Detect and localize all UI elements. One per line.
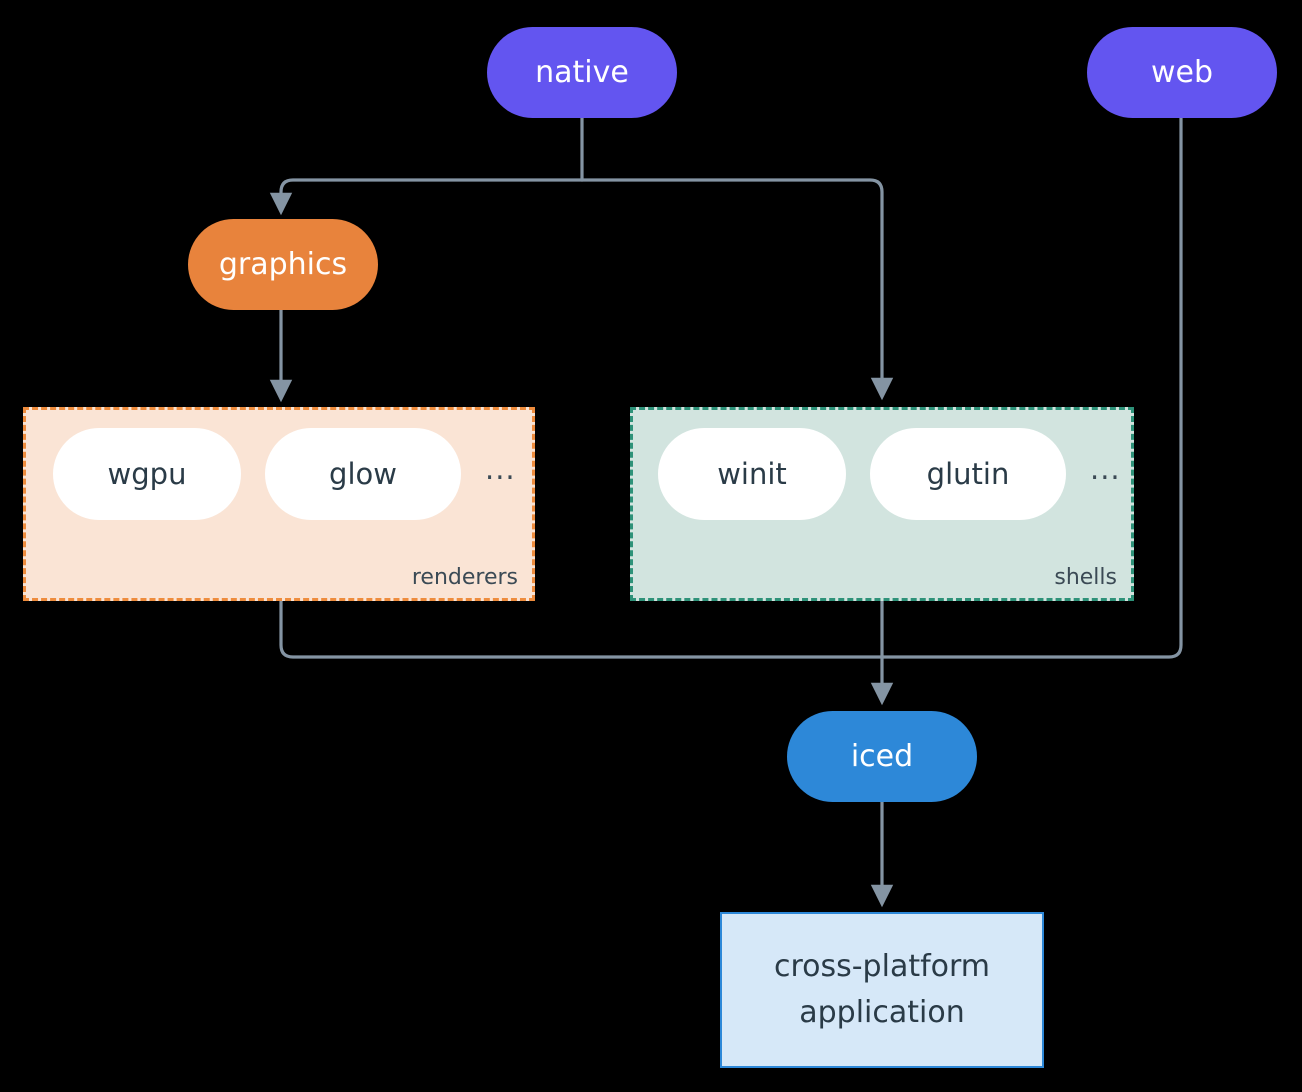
group-shells[interactable]: winit glutin ... shells bbox=[630, 407, 1134, 601]
application-label-line1: cross-platform bbox=[773, 948, 991, 984]
renderers-ellipsis: ... bbox=[485, 452, 516, 486]
chip-winit[interactable]: winit bbox=[658, 428, 846, 520]
node-iced[interactable]: iced bbox=[787, 711, 977, 802]
chip-glow[interactable]: glow bbox=[265, 428, 461, 520]
chip-wgpu[interactable]: wgpu bbox=[53, 428, 241, 520]
node-web[interactable]: web bbox=[1087, 27, 1277, 118]
node-web-label: web bbox=[1150, 55, 1214, 90]
node-graphics-label: graphics bbox=[218, 247, 348, 282]
group-renderers-label: renderers bbox=[411, 565, 518, 590]
node-graphics[interactable]: graphics bbox=[188, 219, 378, 310]
group-renderers-items: wgpu glow ... bbox=[53, 428, 516, 520]
shells-ellipsis: ... bbox=[1090, 452, 1121, 486]
group-shells-label: shells bbox=[1054, 565, 1117, 590]
chip-glow-label: glow bbox=[329, 457, 397, 491]
edge-native-to-graphics bbox=[269, 178, 584, 216]
chip-glutin-label: glutin bbox=[926, 457, 1010, 491]
chip-wgpu-label: wgpu bbox=[107, 457, 187, 491]
edge-renderers-to-iced bbox=[279, 599, 884, 659]
chip-winit-label: winit bbox=[717, 457, 787, 491]
node-iced-label: iced bbox=[850, 739, 914, 774]
group-shells-items: winit glutin ... bbox=[658, 428, 1121, 520]
edge-native-to-shells bbox=[580, 178, 894, 401]
group-renderers[interactable]: wgpu glow ... renderers bbox=[23, 407, 535, 601]
node-cross-platform-application[interactable]: cross-platform application bbox=[720, 912, 1044, 1068]
node-native[interactable]: native bbox=[487, 27, 677, 118]
chip-glutin[interactable]: glutin bbox=[870, 428, 1066, 520]
application-label-line2: application bbox=[799, 995, 965, 1030]
node-native-label: native bbox=[535, 55, 629, 90]
